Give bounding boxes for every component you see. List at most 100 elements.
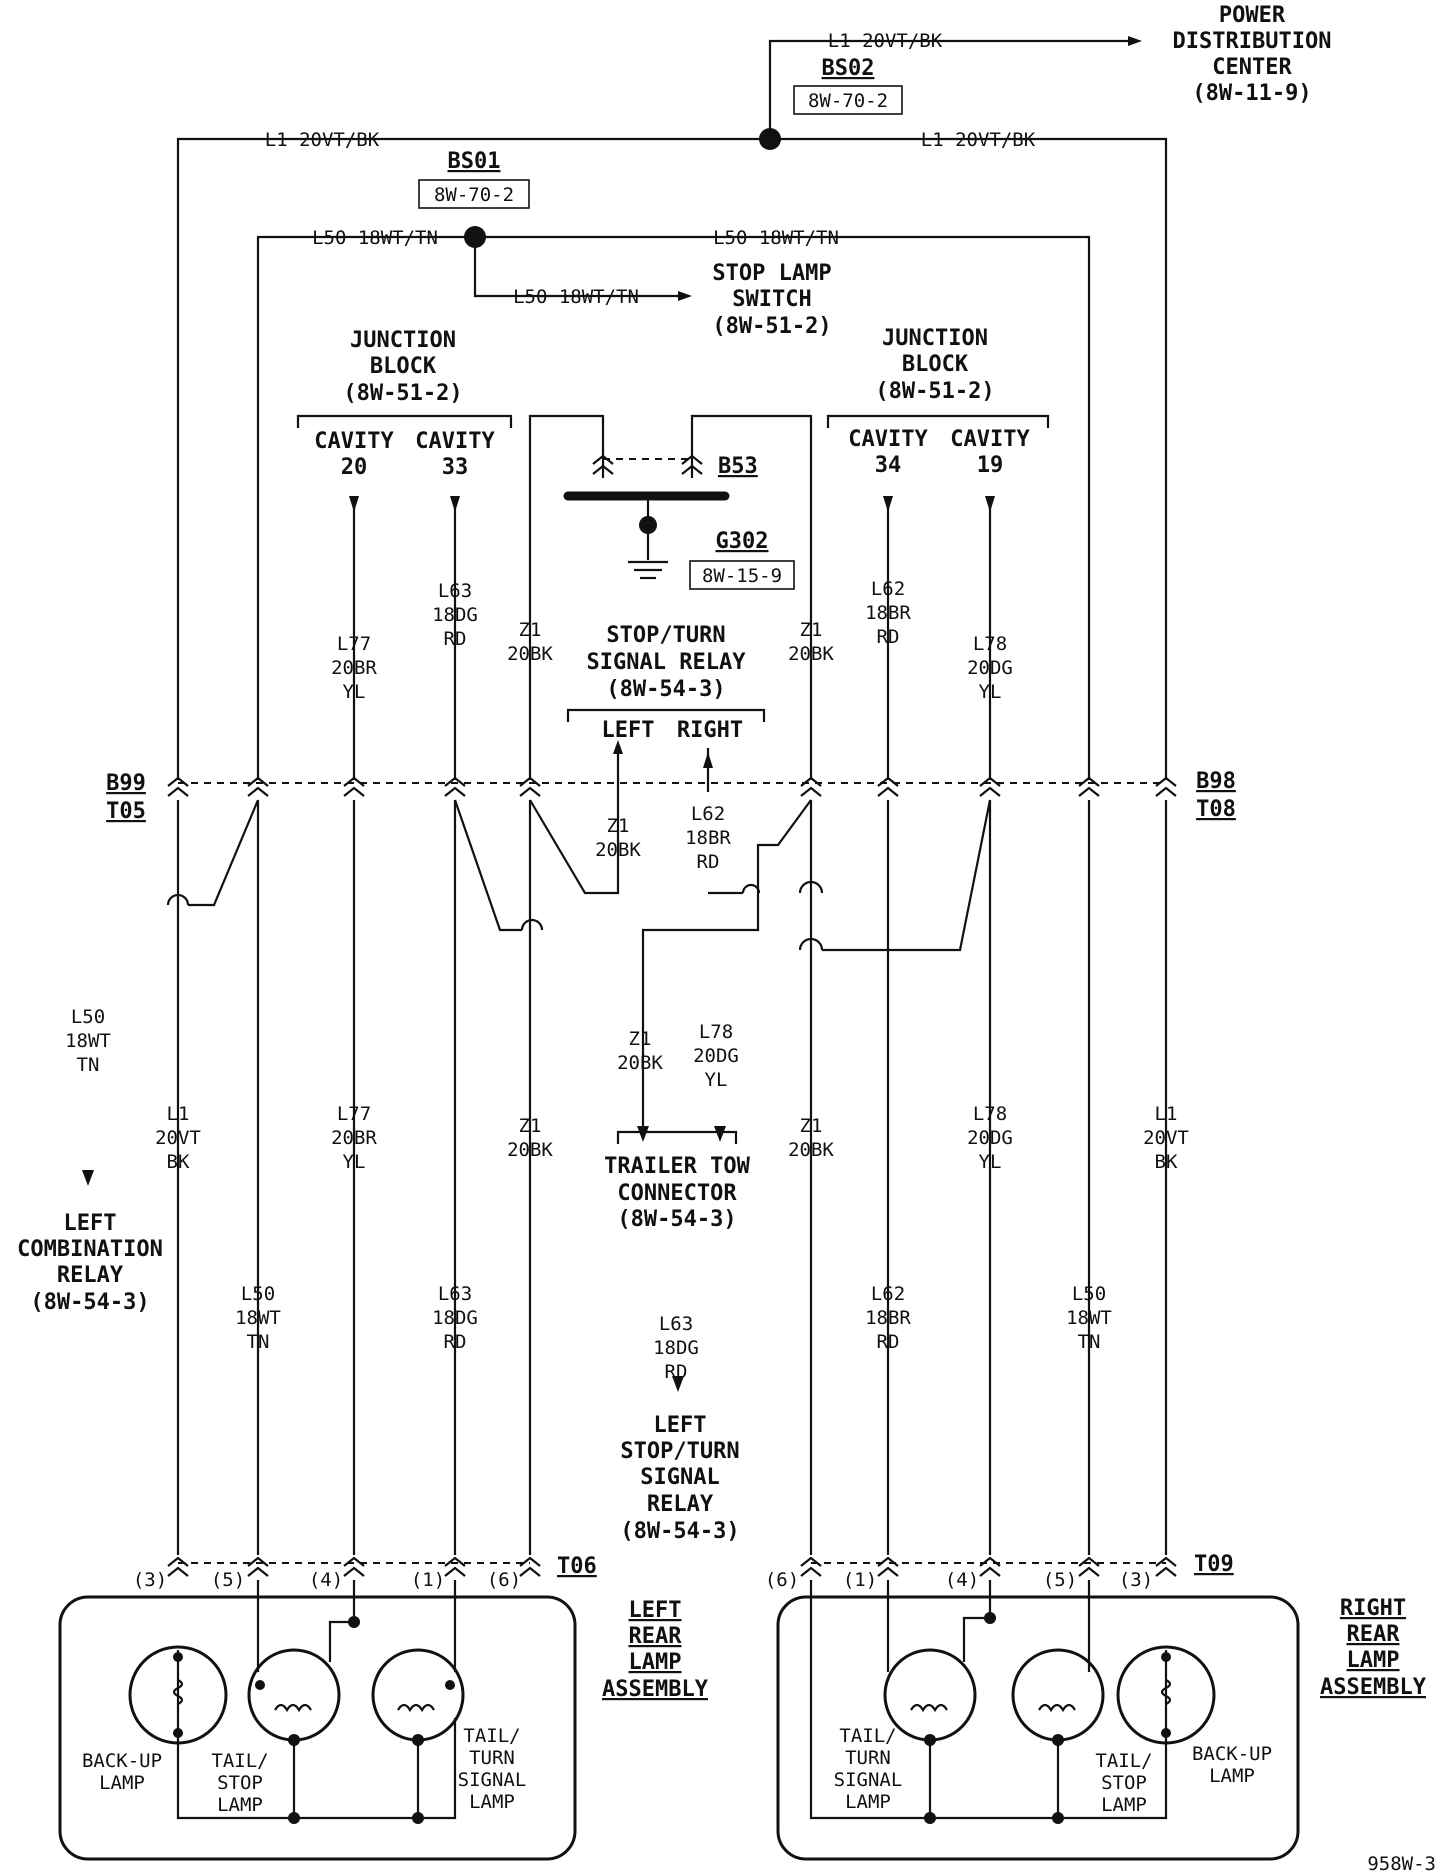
ref-box bbox=[689, 560, 795, 590]
connector-terminal bbox=[167, 776, 189, 797]
wire-label-l63_d: 18DG bbox=[653, 1337, 699, 1359]
left-stop-turn-relay: LEFT bbox=[654, 1413, 707, 1438]
wire-label-l1_a: BK bbox=[167, 1151, 190, 1173]
connector-terminal bbox=[444, 1556, 466, 1577]
left-assembly-label: ASSEMBLY bbox=[602, 1677, 709, 1702]
pdc-ref: (8W-11-9) bbox=[1192, 81, 1311, 106]
connector-terminal bbox=[519, 1556, 541, 1577]
junction-block-left-ref: (8W-51-2) bbox=[343, 381, 462, 406]
left-rear-lamp-assembly bbox=[58, 1580, 577, 1861]
wire-label-l50_c: TN bbox=[247, 1331, 270, 1353]
trailer-tow-ref: (8W-54-3) bbox=[617, 1207, 736, 1232]
relay-label: SIGNAL RELAY bbox=[587, 650, 747, 675]
lamp-labels: BACK-UPLAMPTAIL/STOPLAMPTAIL/TURNSIGNALL… bbox=[82, 1725, 1272, 1816]
wire-label-l78_b: 20DG bbox=[967, 1127, 1013, 1149]
connector-terminal bbox=[343, 776, 365, 797]
wire-label-l63_c: RD bbox=[444, 1331, 467, 1353]
wire-label-l50_c: 18WT bbox=[235, 1307, 281, 1329]
splice-bs01-ref: 8W-70-2 bbox=[434, 184, 514, 206]
wire-label-l50_a: L50 bbox=[71, 1006, 105, 1028]
wire-label-z1_l: Z1 bbox=[519, 619, 542, 641]
junction-block-right: BLOCK bbox=[902, 352, 969, 377]
junction-block-left: JUNCTION bbox=[350, 328, 456, 353]
cavity-label: CAVITY bbox=[950, 427, 1030, 452]
g302-name: G302 bbox=[716, 529, 769, 554]
connector-terminal bbox=[247, 1556, 269, 1577]
wire-label-z1_a: 20BK bbox=[507, 1139, 553, 1161]
wire-label-l1-left: L1 20VT/BK bbox=[265, 129, 380, 151]
wire-label-l78: L78 bbox=[973, 633, 1007, 655]
wire-label-z1_b: Z1 bbox=[800, 1115, 823, 1137]
pin-label: (1) bbox=[411, 1569, 445, 1591]
wire-label-l62_c: L62 bbox=[871, 1283, 905, 1305]
wire-label-l78_tt: L78 bbox=[699, 1021, 733, 1043]
connector-terminal bbox=[592, 454, 614, 475]
junction-block-left: BLOCK bbox=[370, 354, 437, 379]
connector-t06: T06 bbox=[557, 1554, 597, 1579]
lamp-label: LAMP bbox=[1101, 1794, 1147, 1816]
left-assembly-label: REAR bbox=[629, 1624, 683, 1649]
wire-label-z1_relay: Z1 bbox=[607, 815, 630, 837]
left-assembly-label: LEFT bbox=[629, 1598, 682, 1623]
wire-label-l77_a: 20BR bbox=[331, 1127, 377, 1149]
pin-label: (3) bbox=[1119, 1569, 1153, 1591]
wire-label-l62: 18BR bbox=[865, 602, 911, 624]
wire-label-l50_c: L50 bbox=[241, 1283, 275, 1305]
connector-terminal bbox=[1078, 1556, 1100, 1577]
wire-label-z1_a: Z1 bbox=[519, 1115, 542, 1137]
wire-label-l50_d: TN bbox=[1078, 1331, 1101, 1353]
stop-lamp-switch-ref: (8W-51-2) bbox=[712, 314, 831, 339]
lamp-label: BACK-UP bbox=[1192, 1743, 1272, 1765]
connector-t09: T09 bbox=[1194, 1552, 1234, 1577]
splice-bs01-dot bbox=[464, 226, 486, 248]
b53-label: B53 bbox=[718, 454, 758, 479]
wire-label-l62: L62 bbox=[871, 578, 905, 600]
right-assembly-label: ASSEMBLY bbox=[1320, 1675, 1427, 1700]
wire-label-l77: L77 bbox=[337, 633, 371, 655]
pin-label: (6) bbox=[487, 1569, 521, 1591]
left-combination-relay: LEFT bbox=[64, 1211, 117, 1236]
splice-bs02-ref: 8W-70-2 bbox=[808, 90, 888, 112]
right-assembly-label: REAR bbox=[1347, 1622, 1401, 1647]
splice-bs02-name: BS02 bbox=[822, 56, 875, 81]
wire-label-l63: L63 bbox=[438, 580, 472, 602]
tailstop-lamp-bulb-left bbox=[247, 1648, 341, 1742]
pin-labels: (3)(5)(4)(1)(6)(6)(1)(4)(5)(3) bbox=[133, 1569, 1153, 1591]
relay-left: LEFT bbox=[602, 718, 655, 743]
wire-label-l78: YL bbox=[979, 681, 1002, 703]
connector-terminal bbox=[1155, 1556, 1177, 1577]
cavity-number: 34 bbox=[875, 453, 902, 478]
lamp-label: SIGNAL bbox=[834, 1769, 903, 1791]
g302-ref: 8W-15-9 bbox=[702, 565, 782, 587]
wire-label-l1-top: L1 20VT/BK bbox=[828, 30, 943, 52]
lamp-label: TAIL/ bbox=[839, 1725, 896, 1747]
lamp-label: LAMP bbox=[469, 1791, 515, 1813]
wire-label-l50_d: L50 bbox=[1072, 1283, 1106, 1305]
pin-label: (3) bbox=[133, 1569, 167, 1591]
junction-block-right-ref: (8W-51-2) bbox=[875, 379, 994, 404]
connector-terminal bbox=[877, 776, 899, 797]
wire-label-l1_a: 20VT bbox=[155, 1127, 201, 1149]
connector-terminal bbox=[1155, 776, 1177, 797]
wire-label-z1_tt: Z1 bbox=[629, 1028, 652, 1050]
left-assembly-label: LAMP bbox=[629, 1650, 682, 1675]
right-rear-lamp-assembly bbox=[776, 1580, 1300, 1861]
cavity-label: CAVITY bbox=[415, 429, 495, 454]
wire-label-l63_c: 18DG bbox=[432, 1307, 478, 1329]
wire-label-l63: RD bbox=[444, 628, 467, 650]
connector-terminal bbox=[167, 1556, 189, 1577]
trailer-tow-label: CONNECTOR bbox=[617, 1181, 737, 1206]
junction-block-right: JUNCTION bbox=[882, 326, 988, 351]
connector-t08: T08 bbox=[1196, 797, 1236, 822]
ref-box bbox=[793, 85, 903, 115]
cavity-number: 19 bbox=[977, 453, 1004, 478]
tailturn-lamp-bulb-left bbox=[371, 1648, 465, 1742]
wire-label-l1-right: L1 20VT/BK bbox=[921, 129, 1036, 151]
wire-label-l63_d: L63 bbox=[659, 1313, 693, 1335]
connector-terminal bbox=[800, 776, 822, 797]
left-combination-relay-ref: (8W-54-3) bbox=[30, 1290, 149, 1315]
wire-label-z1_b: 20BK bbox=[788, 1139, 834, 1161]
wire-label-l78_tt: 20DG bbox=[693, 1045, 739, 1067]
pin-label: (6) bbox=[765, 1569, 799, 1591]
cavity-label: CAVITY bbox=[314, 429, 394, 454]
